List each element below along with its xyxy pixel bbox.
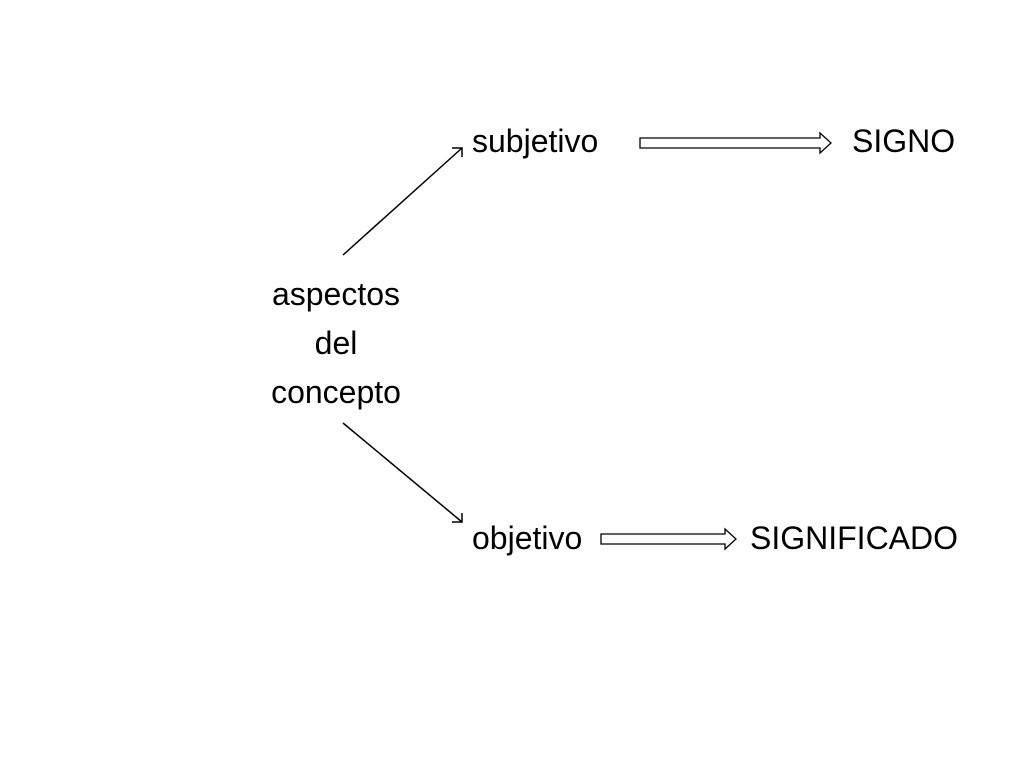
concept-line-3: concepto (271, 374, 401, 410)
concept-line-2: del (314, 325, 358, 361)
arrow-to-objetivo (342, 422, 463, 523)
double-arrow-to-signo (639, 131, 832, 155)
result-significado: SIGNIFICADO (750, 520, 959, 556)
double-arrow-to-significado (600, 527, 737, 551)
aspect-objetivo: objetivo (472, 520, 583, 556)
arrow-to-subjetivo (342, 147, 463, 256)
concept-line-1: aspectos (271, 276, 401, 312)
aspect-subjetivo: subjetivo (472, 123, 599, 159)
result-signo: SIGNO (852, 123, 956, 159)
concept-label: aspectos del concepto (236, 270, 436, 417)
